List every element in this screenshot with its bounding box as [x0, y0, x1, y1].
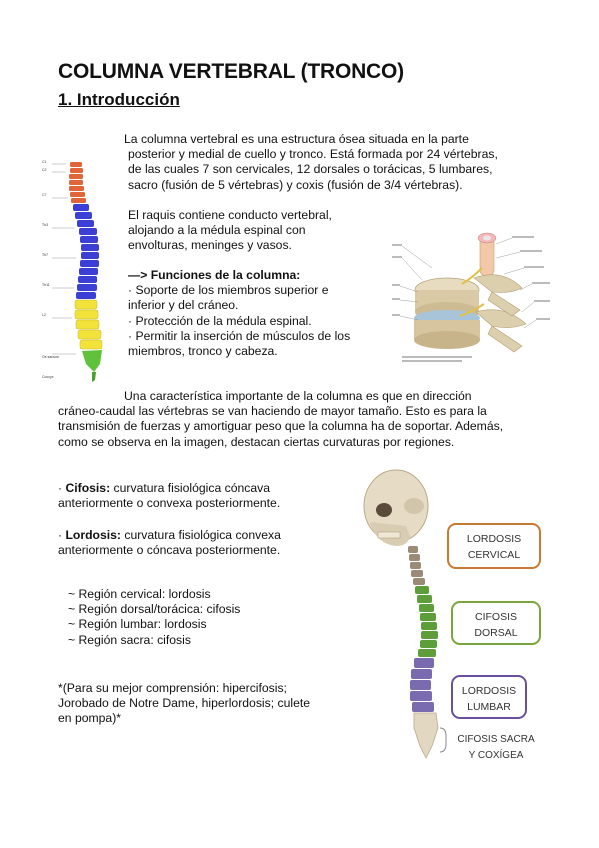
label-cervical-line1: LORDOSIS [467, 533, 521, 545]
functions-heading: —> Funciones de la columna: [128, 268, 301, 282]
label-lumbar-line1: LORDOSIS [462, 685, 516, 697]
label-dorsal-line2: DORSAL [474, 627, 517, 639]
region-item: ~ Región dorsal/torácica: cifosis [68, 602, 241, 617]
intro-paragraph: La columna vertebral es una estructura ó… [124, 132, 544, 193]
function-item: miembros, tronco y cabeza. [128, 344, 278, 359]
section-heading: 1. Introducción [58, 90, 180, 109]
thoracic-spine [415, 586, 438, 657]
svg-text:C2: C2 [42, 168, 47, 172]
vertebra-anatomy-figure [392, 228, 552, 368]
svg-text:Coccyx: Coccyx [42, 375, 54, 379]
cervical-spine [408, 546, 425, 585]
region-item: ~ Región lumbar: lordosis [68, 617, 207, 632]
svg-text:Th3: Th3 [42, 223, 48, 227]
region-item: ~ Región cervical: lordosis [68, 587, 211, 601]
note-line: en pompa)* [58, 711, 122, 726]
raquis-line: envolturas, meninges y vasos. [128, 238, 292, 253]
spinal-cord [477, 232, 497, 277]
lordosis-bullet: · [58, 528, 66, 542]
lumbar-spine [410, 658, 434, 712]
svg-text:L2: L2 [42, 313, 46, 317]
label-sacra: CIFOSIS SACRA Y COXÍGEA [439, 727, 535, 761]
label-sacra-line2: Y COXÍGEA [469, 748, 524, 761]
skull [363, 469, 429, 546]
sacrum [82, 350, 102, 372]
note-line: Jorobado de Notre Dame, hiperlordosis; c… [58, 696, 311, 711]
vertebral-arches [473, 274, 527, 353]
intro-line: posterior y medial de cuello y tronco. E… [128, 147, 498, 162]
characteristic-line: transmisión de fuerzas y amortiguar peso… [58, 419, 504, 434]
raquis-paragraph: El raquis contiene conducto vertebral, a… [128, 208, 368, 254]
thoracic-vertebrae [73, 204, 99, 299]
spinal-nerves [459, 267, 485, 317]
svg-text:C1: C1 [42, 160, 47, 164]
cifosis-bullet: · [58, 481, 66, 495]
sacrum-coccyx [413, 712, 439, 759]
spine-curvatures-figure: LORDOSIS CERVICAL CIFOSIS DORSAL LORDOSI… [363, 469, 541, 761]
function-item: · Protección de la médula espinal. [128, 313, 312, 328]
cifosis-definition: · Cifosis: curvatura fisiológica cóncava… [58, 481, 358, 511]
characteristic-paragraph: Una característica importante de la colu… [58, 389, 548, 450]
intro-line: sacro (fusión de 5 vértebras) y coxis (f… [128, 177, 463, 192]
label-cervical: LORDOSIS CERVICAL [447, 523, 541, 569]
functions-block: —> Funciones de la columna: · Soporte de… [128, 268, 378, 359]
function-item: inferior y del cráneo. [128, 298, 239, 313]
cervical-vertebrae [69, 162, 86, 203]
coccyx [92, 372, 96, 382]
cifosis-text-2: anteriormente o convexa posteriormente. [58, 496, 281, 511]
cifosis-term: Cifosis: [65, 481, 111, 495]
lordosis-text-2: anteriormente o cóncava posteriormente. [58, 543, 281, 558]
region-item: ~ Región sacra: cifosis [68, 632, 191, 647]
characteristic-line: como se observa en la imagen, destacan c… [58, 434, 455, 449]
intro-line: de las cuales 7 son cervicales, 12 dorsa… [128, 162, 493, 177]
label-lumbar: LORDOSIS LUMBAR [451, 675, 527, 719]
svg-text:C7: C7 [42, 193, 47, 197]
raquis-line: El raquis contiene conducto vertebral, [128, 208, 332, 222]
lordosis-term: Lordosis: [65, 528, 121, 542]
characteristic-line: Una característica importante de la colu… [124, 389, 472, 403]
cifosis-text: curvatura fisiológica cóncava [110, 481, 271, 495]
svg-text:Os sacrum: Os sacrum [42, 355, 59, 359]
spine-label-ticks [52, 163, 76, 355]
regions-list: ~ Región cervical: lordosis ~ Región dor… [68, 587, 328, 648]
lordosis-definition: · Lordosis: curvatura fisiológica convex… [58, 528, 358, 558]
lordosis-text: curvatura fisiológica convexa [120, 528, 281, 542]
annotation-label-marks [392, 236, 550, 362]
note-line: *(Para su mejor comprensión: hipercifosi… [58, 681, 287, 695]
svg-text:Th7: Th7 [42, 253, 48, 257]
label-cervical-line2: CERVICAL [468, 549, 520, 561]
raquis-line: alojando a la médula espinal con [128, 223, 306, 238]
lumbar-vertebrae [74, 299, 103, 350]
function-item: · Soporte de los miembros superior e [128, 283, 329, 298]
label-dorsal-line1: CIFOSIS [475, 611, 517, 623]
label-lumbar-line2: LUMBAR [467, 701, 511, 713]
label-sacra-line1: CIFOSIS SACRA [457, 734, 535, 745]
page-title: COLUMNA VERTEBRAL (TRONCO) [58, 60, 404, 83]
svg-text:Th11: Th11 [42, 283, 50, 287]
intro-line: La columna vertebral es una estructura ó… [124, 132, 469, 146]
characteristic-line: cráneo-caudal las vértebras se van hacie… [58, 404, 487, 419]
function-item: · Permitir la inserción de músculos de l… [128, 328, 351, 343]
annotation-leaders [399, 237, 537, 329]
note-paragraph: *(Para su mejor comprensión: hipercifosi… [58, 681, 358, 727]
label-dorsal: CIFOSIS DORSAL [451, 601, 541, 645]
vertebral-bodies [414, 277, 480, 349]
